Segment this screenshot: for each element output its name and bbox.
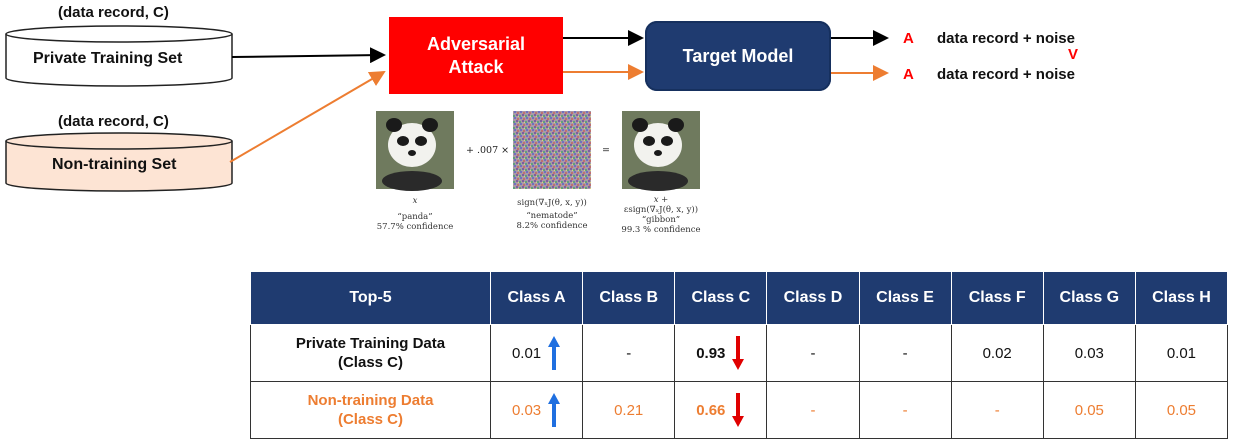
header-class-c: Class C — [674, 271, 768, 325]
nematode-confidence: 8.2% confidence — [516, 221, 588, 231]
cell-private-class-d: - — [766, 324, 860, 382]
value-nontraining-class-a: 0.03 — [511, 401, 542, 419]
cell-nontraining-class-c: 0.66 — [674, 381, 768, 439]
flow-diagram — [5, 25, 889, 192]
output-text-nontraining: data record + noise — [937, 66, 1075, 83]
table-row-private: Private Training Data (Class C) 0.01 - 0… — [250, 324, 1229, 382]
gibbon-label: “gibbon” — [641, 215, 681, 225]
row-label-nontraining-line1: Non-training Data — [307, 392, 434, 409]
cell-nontraining-class-b: 0.21 — [582, 381, 676, 439]
header-class-a: Class A — [489, 271, 584, 325]
operator-equals: = — [602, 145, 610, 156]
cell-nontraining-class-e: - — [858, 381, 952, 439]
target-model-label: Target Model — [682, 45, 794, 66]
noise-image — [513, 111, 591, 189]
cell-private-class-e: - — [858, 324, 952, 382]
gibbon-symbol-line2: εsign(∇ₓJ(θ, x, y)) — [623, 205, 699, 215]
private-training-set-label: Private Training Set — [33, 50, 183, 67]
header-class-h: Class H — [1134, 271, 1229, 325]
panda-label: “panda” — [397, 212, 433, 222]
gibbon-caption: x + εsign(∇ₓJ(θ, x, y)) “gibbon” 99.3 % … — [581, 195, 741, 235]
private-record-caption: (data record, C) — [58, 4, 169, 21]
table-header-row: Top-5 Class A Class B Class C Class D Cl… — [250, 271, 1229, 325]
value-nontraining-class-c: 0.66 — [696, 401, 726, 419]
row-label-private-line2: (Class C) — [337, 354, 404, 371]
output-text-private: data record + noise — [937, 30, 1075, 47]
table-row-nontraining: Non-training Data (Class C) 0.03 0.21 0.… — [250, 381, 1229, 439]
nematode-label: “nematode” — [526, 211, 578, 221]
header-class-g: Class G — [1042, 271, 1136, 325]
cell-nontraining-class-f: - — [950, 381, 1044, 439]
row-label-nontraining-line2: (Class C) — [337, 411, 404, 428]
panda-image-adversarial — [622, 111, 700, 191]
target-model-box: Target Model — [645, 21, 831, 91]
comparison-mark: V — [1068, 46, 1079, 63]
panda-image-original — [376, 111, 454, 191]
value-private-class-a: 0.01 — [511, 344, 542, 362]
cell-nontraining-class-a: 0.03 — [489, 381, 584, 439]
arrow-down-icon — [732, 393, 745, 427]
cell-nontraining-class-g: 0.05 — [1042, 381, 1136, 439]
arrow-up-icon — [548, 393, 561, 427]
output-prediction-nontraining: A — [903, 66, 914, 83]
cell-nontraining-class-d: - — [766, 381, 860, 439]
arrow-up-icon — [548, 336, 561, 370]
header-class-e: Class E — [858, 271, 952, 325]
header-class-f: Class F — [950, 271, 1044, 325]
nontraining-record-caption: (data record, C) — [58, 113, 169, 130]
gibbon-symbol: x + — [653, 195, 669, 205]
cell-private-class-h: 0.01 — [1134, 324, 1229, 382]
top5-table: Top-5 Class A Class B Class C Class D Cl… — [250, 271, 1229, 439]
row-label-private-line1: Private Training Data — [295, 335, 446, 352]
cell-private-class-f: 0.02 — [950, 324, 1044, 382]
gibbon-confidence: 99.3 % confidence — [621, 225, 701, 235]
cell-nontraining-class-h: 0.05 — [1134, 381, 1229, 439]
nontraining-to-attack-arrow — [229, 70, 386, 163]
nematode-caption: sign(∇ₓJ(θ, x, y)) “nematode” 8.2% confi… — [472, 198, 632, 231]
panda-symbol: x — [412, 196, 418, 206]
cell-private-class-c: 0.93 — [674, 324, 768, 382]
cell-private-class-a: 0.01 — [489, 324, 584, 382]
nematode-symbol: sign(∇ₓJ(θ, x, y)) — [517, 198, 587, 208]
nontraining-cylinder — [5, 132, 233, 192]
private-training-cylinder — [5, 25, 233, 87]
operator-times: + .007 × — [466, 145, 510, 156]
header-class-b: Class B — [582, 271, 676, 325]
header-class-d: Class D — [766, 271, 860, 325]
private-to-attack-arrow — [231, 47, 386, 64]
panda-confidence: 57.7% confidence — [376, 222, 454, 232]
adversarial-attack-box: Adversarial Attack — [389, 17, 563, 94]
attack-label-line1: Adversarial — [426, 33, 526, 54]
panda-caption: x “panda” 57.7% confidence — [335, 196, 495, 232]
cell-private-class-g: 0.03 — [1042, 324, 1136, 382]
nontraining-set-label: Non-training Set — [52, 156, 177, 173]
row-label-private: Private Training Data (Class C) — [250, 324, 491, 382]
arrow-down-icon — [732, 336, 745, 370]
value-private-class-c: 0.93 — [696, 344, 726, 362]
cell-private-class-b: - — [582, 324, 676, 382]
output-prediction-private: A — [903, 30, 914, 47]
header-top5: Top-5 — [250, 271, 491, 325]
row-label-nontraining: Non-training Data (Class C) — [250, 381, 491, 439]
attack-label-line2: Attack — [448, 56, 504, 77]
